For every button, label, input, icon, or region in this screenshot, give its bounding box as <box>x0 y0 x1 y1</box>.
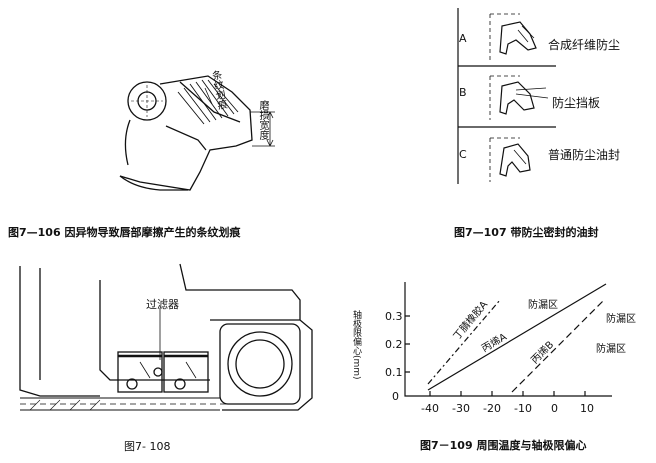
fig106-width-label: 磨损宽度 <box>257 100 268 140</box>
fig109-xtick-m10: -10 <box>514 402 532 415</box>
fig109-ytick-03: 0.3 <box>385 310 403 323</box>
fig108-caption: 图7- 108 <box>124 440 171 453</box>
fig109-caption: 图7－109 周围温度与轴极限偏心 <box>420 439 587 452</box>
fig109-region-label-1: 防漏区 <box>528 300 558 311</box>
fig109-ylabel: 轴极限偏心(mm) <box>351 310 361 380</box>
fig108-filter-label: 过滤器 <box>146 298 179 311</box>
fig109-xtick-0: 0 <box>551 402 558 415</box>
fig109-region-label-2: 防漏区 <box>606 314 636 325</box>
fig109-ytick-01: 0.1 <box>385 366 403 379</box>
fig106-caption: 图7—106 因异物导致唇部摩擦产生的条纹划痕 <box>8 226 241 239</box>
fig107-row-a-text: 合成纤维防尘 <box>548 38 621 52</box>
fig107-row-a-letter: A <box>459 32 467 45</box>
fig109-xtick-m40: -40 <box>421 402 439 415</box>
fig107-row-b-letter: B <box>459 86 467 99</box>
fig109-xtick-m30: -30 <box>452 402 470 415</box>
fig107-row-b-text: 防尘挡板 <box>552 96 601 110</box>
fig109-ytick-0: 0 <box>392 390 399 403</box>
fig109-xtick-10: 10 <box>580 402 594 415</box>
fig109-xtick-m20: -20 <box>483 402 501 415</box>
fig109-ytick-02: 0.2 <box>385 338 403 351</box>
fig107-row-c-letter: C <box>459 148 467 161</box>
fig107-row-c-text: 普通防尘油封 <box>548 148 621 162</box>
fig107-caption: 图7—107 带防尘密封的油封 <box>454 226 599 239</box>
fig109-region-label-3: 防漏区 <box>596 344 626 355</box>
